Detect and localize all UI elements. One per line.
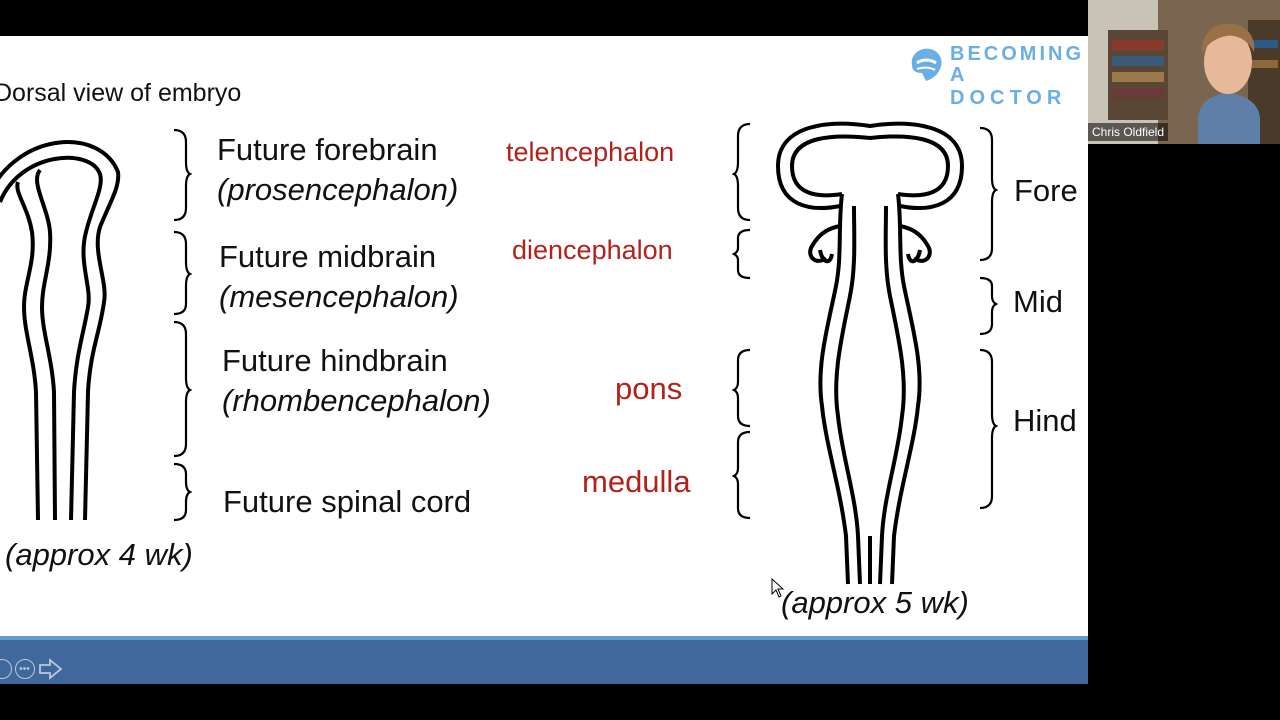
embryo-4-week-drawing [0, 140, 121, 521]
prosencephalon-label: (prosencephalon) [217, 172, 459, 207]
medulla-label: medulla [582, 464, 691, 499]
middle-brackets [732, 122, 751, 520]
webcam-video-tile: Chris Oldfield [1088, 0, 1280, 144]
logo-text-line2: A DOCTOR [950, 64, 1067, 109]
more-icon[interactable] [15, 659, 35, 679]
slide-title: Dorsal view of embryo [0, 79, 242, 107]
slide-control-bar [0, 636, 1088, 684]
right-brackets [979, 126, 998, 510]
telencephalon-label: telencephalon [506, 137, 675, 167]
hindbrain-label: Future hindbrain [222, 343, 448, 378]
rhombencephalon-label: (rhombencephalon) [222, 383, 491, 418]
mesencephalon-label: (mesencephalon) [219, 279, 459, 314]
five-week-caption: (approx 5 wk) [781, 585, 969, 620]
mid-label: Mid [1013, 284, 1063, 319]
participant-video-image [1088, 0, 1280, 144]
becoming-a-doctor-logo: BECOMING A DOCTOR [908, 43, 1084, 109]
embryo-5-week-drawing [776, 121, 964, 585]
midbrain-label: Future midbrain [219, 239, 437, 274]
mouse-cursor-icon [771, 578, 785, 598]
presentation-slide: BECOMING A DOCTOR Dorsal view of embryo … [0, 36, 1088, 636]
left-brackets [173, 128, 192, 522]
four-week-caption: (approx 4 wk) [5, 537, 193, 572]
next-arrow-icon[interactable] [38, 658, 64, 680]
spinal-cord-label: Future spinal cord [223, 484, 472, 519]
hind-label: Hind [1013, 403, 1077, 438]
forebrain-label: Future forebrain [217, 132, 438, 167]
fore-label: Fore [1014, 173, 1078, 208]
brain-logo-icon [911, 48, 942, 81]
menu-icon[interactable] [0, 659, 12, 679]
diencephalon-label: diencephalon [512, 235, 673, 265]
logo-text-line1: BECOMING [950, 43, 1084, 65]
participant-name-label: Chris Oldfield [1088, 123, 1169, 141]
pons-label: pons [615, 371, 683, 406]
